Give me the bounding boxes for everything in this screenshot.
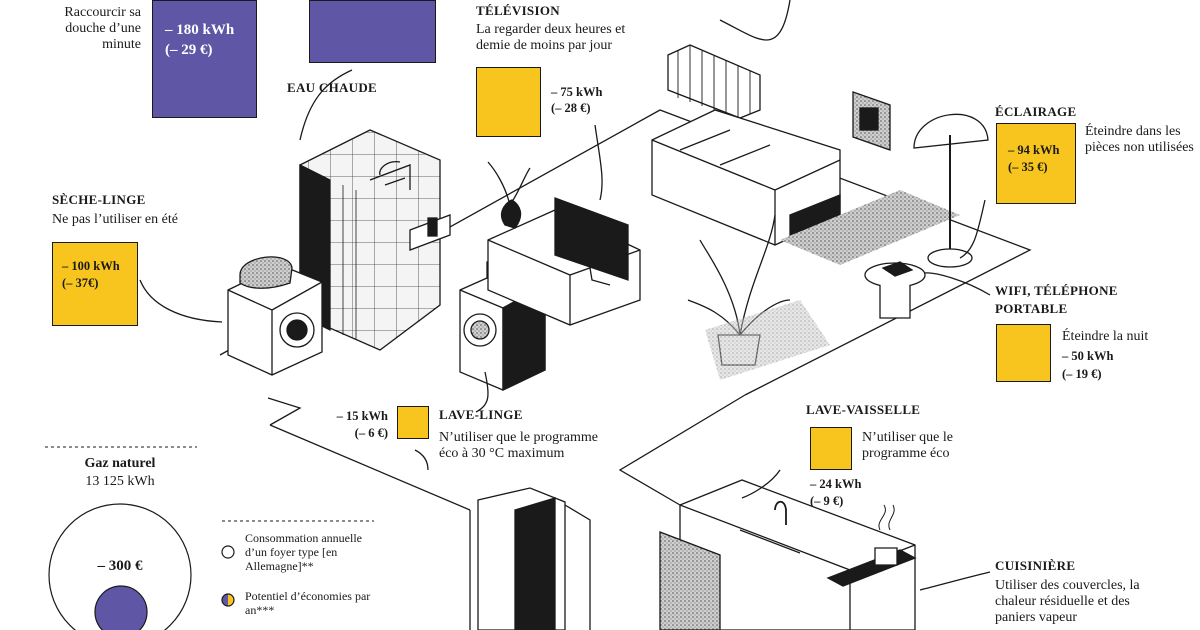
pot-steam [878, 504, 895, 531]
leader-television [594, 124, 603, 201]
wifi-title-line1: WIFI, TÉLÉPHONE [995, 283, 1118, 298]
radiator-fins [677, 46, 751, 117]
wifi-savings-square [996, 324, 1051, 382]
leader-seche-linge [139, 279, 223, 323]
television-savings-square [476, 67, 541, 137]
leader-wifi [924, 272, 991, 296]
lave-linge-eur: (– 6 €) [354, 426, 388, 440]
television-kwh: – 75 kWh [551, 85, 603, 99]
douche-description: Raccourcir sa douche d’une minute [64, 5, 141, 52]
lave-vaisselle-savings-square [810, 427, 852, 470]
eclairage-savings-square: – 94 kWh (– 35 €) [996, 123, 1076, 204]
floor-lamp-base [927, 248, 973, 268]
shower-curtain [329, 180, 357, 340]
gaz-consumption-value: 13 125 kWh [85, 474, 155, 489]
television-foot [589, 267, 611, 286]
television-screen [554, 197, 629, 281]
eau-chaude-savings-square [309, 0, 436, 63]
washer-drum [470, 320, 490, 340]
lave-vaisselle-kwh: – 24 kWh [810, 477, 862, 491]
cuisiniere-description: Utiliser des couvercles, la chaleur rési… [995, 578, 1140, 625]
kitchen-faucet [774, 500, 787, 525]
douche-savings-square: – 180 kWh (– 29 €) [152, 0, 257, 118]
fridge-door [564, 504, 591, 630]
cooking-pot [874, 547, 898, 566]
lave-linge-title: LAVE-LINGE [439, 407, 523, 422]
douche-eur: (– 29 €) [165, 42, 213, 58]
wifi-description: Éteindre la nuit [1062, 329, 1149, 344]
vase-plant [487, 161, 531, 206]
shower-bottle [427, 217, 438, 237]
dryer-edges [227, 281, 323, 375]
leader-lave-linge-down [414, 449, 429, 471]
eclairage-description: Éteindre dans les pièces non utilisées [1085, 124, 1194, 155]
plant-leaves [687, 214, 791, 336]
vase [500, 199, 522, 229]
legend-consumption-label: Consommation annuelle d’un foyer type [e… [245, 531, 362, 573]
eclairage-title: ÉCLAIRAGE [995, 104, 1077, 119]
wifi-title: WIFI, TÉLÉPHONE PORTABLE [995, 282, 1118, 318]
lave-linge-savings-square [397, 406, 429, 439]
leader-lave-vaisselle [741, 469, 781, 499]
dishwasher-door [659, 531, 721, 630]
floor-outline-kitchen [618, 394, 746, 506]
side-table-leg [879, 285, 911, 319]
leader-top [719, 0, 791, 41]
douche-kwh: – 180 kWh [165, 22, 235, 38]
wifi-eur: (– 19 €) [1062, 367, 1102, 381]
legend-savings-icon [221, 593, 235, 607]
leader-eclairage [959, 199, 986, 259]
lave-vaisselle-title: LAVE-VAISSELLE [806, 402, 921, 417]
dryer-drum [286, 319, 308, 341]
seche-linge-kwh: – 100 kWh [62, 259, 120, 273]
gaz-title: Gaz naturel [84, 456, 156, 471]
gaz-savings-value: – 300 € [97, 558, 143, 574]
floor-outline-bottom [269, 424, 471, 630]
eclairage-eur: (– 35 €) [1008, 160, 1048, 174]
lave-linge-kwh: – 15 kWh [336, 409, 388, 423]
television-eur: (– 28 €) [551, 101, 591, 115]
wifi-title-line2: PORTABLE [995, 301, 1068, 316]
wall-picture-inner [859, 107, 879, 131]
television-description: La regarder deux heures et demie de moin… [476, 22, 626, 53]
eau-chaude-title: EAU CHAUDE [287, 80, 378, 95]
phone [881, 261, 914, 277]
seche-linge-description: Ne pas l’utiliser en été [52, 212, 178, 227]
leader-eau-chaude [299, 69, 353, 141]
legend-savings-label: Potentiel d’économies par an*** [245, 589, 371, 617]
fridge-inside [514, 497, 556, 630]
leader-lave-linge-up [475, 371, 489, 413]
laundry-basket [239, 256, 293, 289]
floor-lamp-shade [913, 113, 989, 149]
wifi-kwh: – 50 kWh [1062, 349, 1114, 363]
cuisiniere-title: CUISINIÈRE [995, 558, 1076, 573]
legend-consumption-icon [221, 545, 235, 559]
television-title: TÉLÉVISION [476, 3, 560, 18]
seche-linge-savings-square: – 100 kWh (– 37€) [52, 242, 138, 326]
sofa-shadow [780, 190, 960, 265]
eclairage-kwh: – 94 kWh [1008, 143, 1060, 157]
shower-head [369, 161, 411, 190]
lave-linge-description: N’utiliser que le programme éco à 30 °C … [439, 430, 599, 461]
leader-cuisiniere [919, 571, 991, 591]
rug [705, 300, 830, 380]
gaz-consumption-circle [48, 503, 192, 630]
lave-vaisselle-eur: (– 9 €) [810, 494, 844, 508]
seche-linge-title: SÈCHE-LINGE [52, 192, 146, 207]
seche-linge-eur: (– 37€) [62, 276, 99, 290]
lave-vaisselle-description: N’utiliser que le programme éco [862, 430, 953, 461]
floor-outline-corridor [267, 397, 302, 426]
gaz-savings-circle [94, 585, 148, 630]
